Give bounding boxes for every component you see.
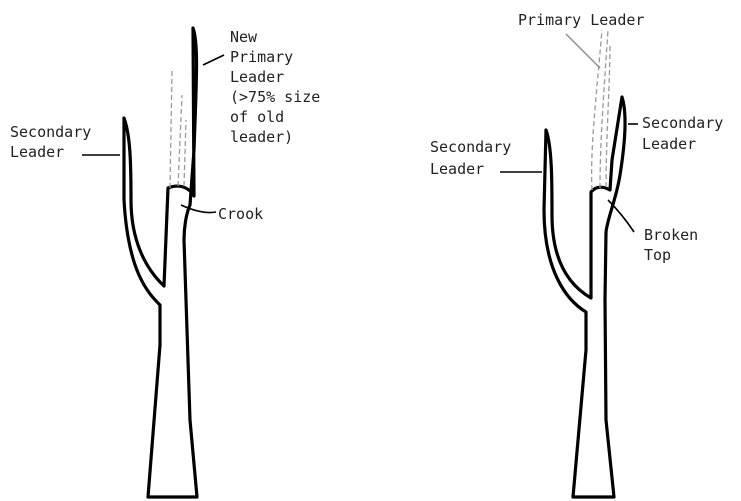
left-crook-label: Crook — [218, 205, 263, 223]
svg-text:Broken: Broken — [644, 226, 698, 244]
svg-text:(>75% size: (>75% size — [230, 88, 320, 106]
right-broken-top-line — [608, 200, 634, 232]
left-tree-old-leader-ghost — [170, 70, 186, 188]
svg-text:Leader: Leader — [230, 68, 284, 86]
svg-text:Secondary: Secondary — [430, 138, 511, 156]
right-broken-top-label: Broken Top — [644, 226, 698, 264]
left-tree-trunk-outline — [124, 28, 197, 497]
svg-text:Leader: Leader — [10, 143, 64, 161]
right-primary-leader-label: Primary Leader — [518, 11, 644, 29]
svg-text:Primary: Primary — [230, 48, 293, 66]
left-secondary-leader-label: Secondary Leader — [10, 123, 91, 161]
svg-text:Top: Top — [644, 246, 671, 264]
svg-text:Primary Leader: Primary Leader — [518, 11, 644, 29]
right-tree-trunk-outline — [544, 97, 625, 497]
left-new-leader-label: New Primary Leader (>75% size of old lea… — [230, 28, 320, 146]
svg-text:Secondary: Secondary — [642, 114, 723, 132]
svg-text:Secondary: Secondary — [10, 123, 91, 141]
right-secondary-leader-right-label: Secondary Leader — [642, 114, 723, 153]
svg-text:New: New — [230, 28, 258, 46]
svg-text:leader): leader) — [230, 128, 293, 146]
svg-text:of old: of old — [230, 108, 284, 126]
svg-text:Crook: Crook — [218, 205, 263, 223]
left-tree — [82, 28, 224, 497]
svg-text:Leader: Leader — [430, 160, 484, 178]
right-primary-leader-line — [566, 34, 600, 68]
left-new-leader-line — [203, 55, 224, 65]
svg-text:Leader: Leader — [642, 135, 696, 153]
right-tree-old-leader-ghost — [592, 30, 610, 190]
right-tree — [500, 30, 638, 497]
right-secondary-leader-left-label: Secondary Leader — [430, 138, 511, 178]
